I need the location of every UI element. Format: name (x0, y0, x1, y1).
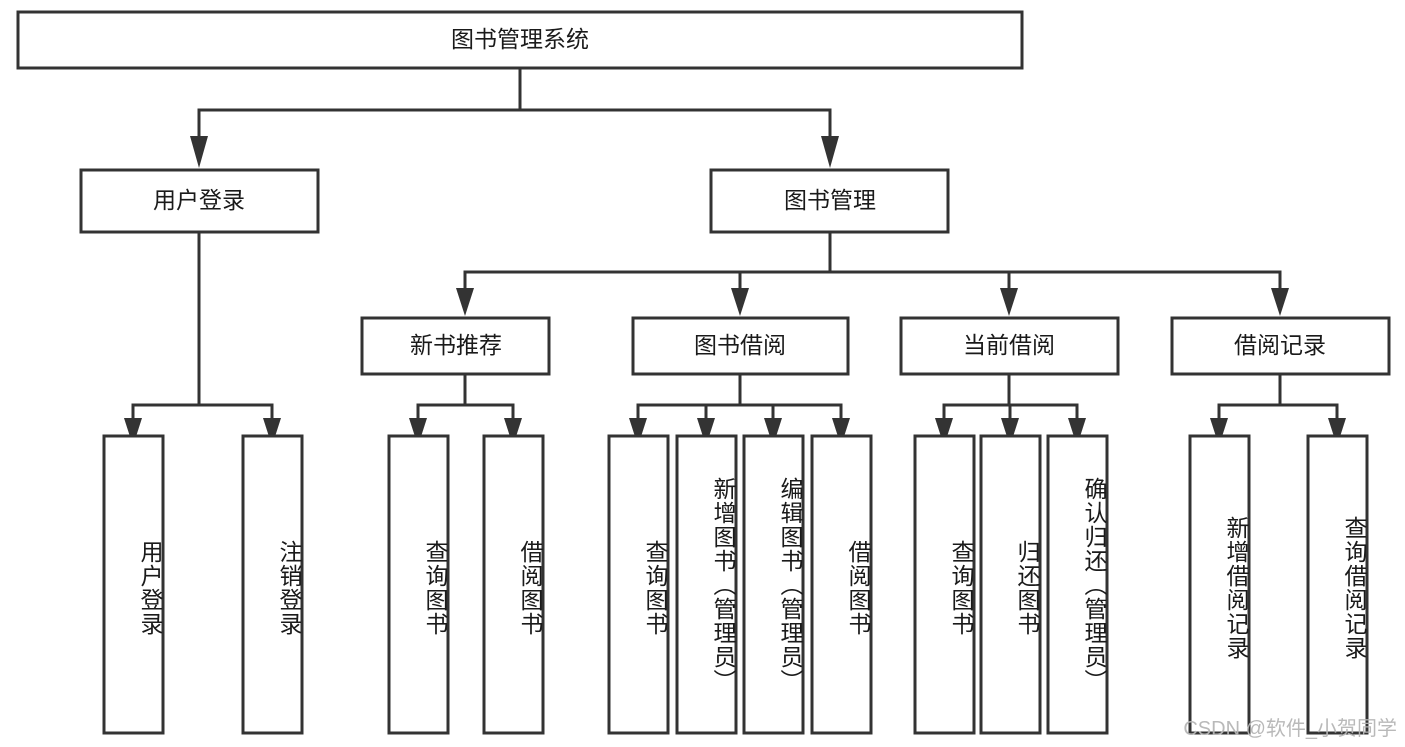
node-current-borrow[interactable]: 当前借阅 (899, 316, 1120, 376)
book-management-box[interactable] (709, 168, 950, 234)
user-login-label: 用户登录 (153, 187, 245, 213)
connector-group-user-login-leaves (124, 232, 281, 446)
connector-user-login-leaf-1 (131, 232, 201, 420)
arrow-to-user-login (190, 136, 208, 168)
arrow-user-login-leaf-2 (263, 418, 281, 446)
connector-new-book-leaf-2 (465, 403, 515, 420)
arrow-borrow-record-leaf-2 (1328, 418, 1346, 446)
connector-to-current-borrow (830, 270, 1011, 290)
arrow-borrow-record-leaf-1 (1210, 418, 1228, 446)
arrow-book-borrow-leaf-1 (629, 418, 647, 446)
arrow-to-current-borrow (1000, 288, 1018, 316)
connector-book-borrow-leaf-4 (740, 403, 843, 420)
connector-root-to-book-mgmt (520, 108, 832, 138)
connector-to-new-book (463, 232, 832, 290)
connector-current-borrow-leaf-2 (1008, 403, 1012, 420)
node-book-management[interactable]: 图书管理 (709, 168, 950, 234)
arrow-current-borrow-leaf-3 (1068, 418, 1086, 446)
leaf-box-book-borrow-1[interactable] (607, 434, 670, 735)
connector-book-borrow-leaf-1 (636, 374, 742, 420)
book-management-label: 图书管理 (784, 187, 876, 213)
connector-group-book-mgmt-to-level3 (463, 232, 1282, 290)
connector-group-book-borrow-leaves (629, 374, 850, 446)
arrowheads-level3 (456, 288, 1289, 316)
leaf-box-new-book-1[interactable] (387, 434, 450, 735)
connector-user-login-leaf-2 (199, 403, 274, 420)
borrow-record-box[interactable] (1170, 316, 1391, 376)
arrow-book-borrow-leaf-4 (832, 418, 850, 446)
connector-group-new-book-leaves (409, 374, 522, 446)
arrow-user-login-leaf-1 (124, 418, 142, 446)
arrowheads-level2 (190, 136, 839, 168)
connector-group-borrow-record-leaves (1210, 374, 1346, 446)
leaf-box-new-book-2[interactable] (482, 434, 545, 735)
connector-current-borrow-leaf-3 (1009, 403, 1079, 420)
book-borrow-label: 图书借阅 (694, 332, 786, 358)
leaf-box-current-borrow-2[interactable] (979, 434, 1042, 735)
node-book-borrow[interactable]: 图书借阅 (631, 316, 850, 376)
connector-root-to-user-login (197, 68, 522, 138)
connector-book-borrow-leaf-2 (704, 403, 740, 420)
user-login-box[interactable] (79, 168, 320, 234)
node-user-login[interactable]: 用户登录 (79, 168, 320, 234)
connector-book-borrow-leaf-3 (740, 403, 775, 420)
leaf-box-user-login-2[interactable] (241, 434, 304, 735)
arrow-to-new-book (456, 288, 474, 316)
root-box[interactable] (16, 10, 1024, 70)
arrow-to-book-mgmt (821, 136, 839, 168)
new-book-recommend-box[interactable] (360, 316, 551, 376)
arrow-book-borrow-leaf-3 (764, 418, 782, 446)
leaf-box-current-borrow-1[interactable] (913, 434, 976, 735)
leaf-box-book-borrow-2[interactable] (675, 434, 738, 735)
arrow-new-book-leaf-2 (504, 418, 522, 446)
arrow-to-borrow-record (1271, 288, 1289, 316)
arrow-current-borrow-leaf-2 (1001, 418, 1019, 446)
new-book-recommend-label: 新书推荐 (410, 332, 502, 358)
leaf-box-user-login-1[interactable] (102, 434, 165, 735)
root-label: 图书管理系统 (451, 26, 589, 52)
connector-to-book-borrow (738, 270, 830, 290)
connector-borrow-record-leaf-2 (1280, 403, 1339, 420)
arrow-to-book-borrow (731, 288, 749, 316)
node-new-book-recommend[interactable]: 新书推荐 (360, 316, 551, 376)
connector-group-current-borrow-leaves (935, 374, 1086, 446)
leaf-box-borrow-record-2[interactable] (1306, 434, 1369, 735)
leaf-box-book-borrow-3[interactable] (742, 434, 805, 735)
borrow-record-label: 借阅记录 (1234, 332, 1326, 358)
csdn-watermark: CSDN @软件_小贺同学 (1183, 718, 1397, 740)
node-root[interactable]: 图书管理系统 (16, 10, 1024, 70)
leaf-box-borrow-record-1[interactable] (1188, 434, 1251, 735)
arrow-book-borrow-leaf-2 (697, 418, 715, 446)
node-borrow-record[interactable]: 借阅记录 (1170, 316, 1391, 376)
connector-group-root-to-level2 (197, 68, 832, 138)
connector-new-book-leaf-1 (416, 374, 467, 420)
leaf-box-book-borrow-4[interactable] (810, 434, 873, 735)
connector-current-borrow-leaf-1 (942, 374, 1011, 420)
arrow-current-borrow-leaf-1 (935, 418, 953, 446)
connector-borrow-record-leaf-1 (1217, 374, 1282, 420)
current-borrow-label: 当前借阅 (963, 332, 1055, 358)
arrow-new-book-leaf-1 (409, 418, 427, 446)
connector-to-borrow-record (830, 270, 1282, 290)
leaf-box-current-borrow-3[interactable] (1046, 434, 1109, 735)
current-borrow-box[interactable] (899, 316, 1120, 376)
book-borrow-box[interactable] (631, 316, 850, 376)
